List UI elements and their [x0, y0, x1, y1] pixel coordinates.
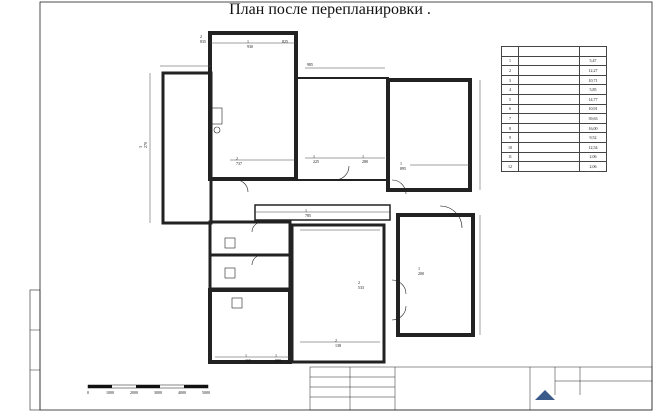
dimension-label: 1 980 [275, 353, 281, 363]
dimension-lines [149, 42, 481, 358]
plan-title: План после перепланировки . [229, 1, 431, 18]
shower-icon [231, 297, 243, 309]
room-11-walls [208, 288, 292, 364]
dimension-label: 2 138 [335, 338, 341, 348]
dimension-label: 1 895 [400, 161, 406, 171]
dimension-label: 1 930 [247, 39, 253, 49]
room-1-walls [161, 71, 213, 225]
toilet-icon [213, 126, 221, 134]
logo-icon [535, 390, 555, 400]
fixtures [211, 107, 243, 309]
dimension-label: 1 200 [418, 266, 424, 276]
room-area: 2,06 [579, 161, 607, 172]
dimension-label: 1 165 [245, 353, 251, 363]
dimension-label: 2 835 [200, 34, 206, 44]
scale-label: 2000 [130, 390, 138, 395]
dimension-label: 985 [307, 62, 313, 67]
hall-walls [254, 204, 391, 221]
door-swings [235, 165, 463, 321]
dimension-label: 2 533 [358, 280, 364, 290]
dimension-label: 2 737 [236, 156, 242, 166]
scale-label: 5000 [202, 390, 210, 395]
room-12-walls [396, 213, 475, 337]
room-4-walls [386, 78, 472, 192]
room-7-walls [290, 223, 386, 364]
dimension-label: 1 225 [313, 154, 319, 164]
washbasin-icon [224, 237, 236, 249]
washbasin-icon [224, 267, 236, 279]
scale-label: 4000 [178, 390, 186, 395]
scale-label: 3000 [154, 390, 162, 395]
scale-label: 0 [87, 390, 89, 395]
dimension-label: 1 280 [362, 154, 368, 164]
walls [161, 31, 475, 364]
scale-label: 1000 [106, 390, 114, 395]
dimension-label: 825 [282, 39, 288, 44]
dimension-label: 1 785 [305, 208, 311, 218]
sink-icon [211, 107, 223, 125]
side-stamp [29, 289, 41, 411]
